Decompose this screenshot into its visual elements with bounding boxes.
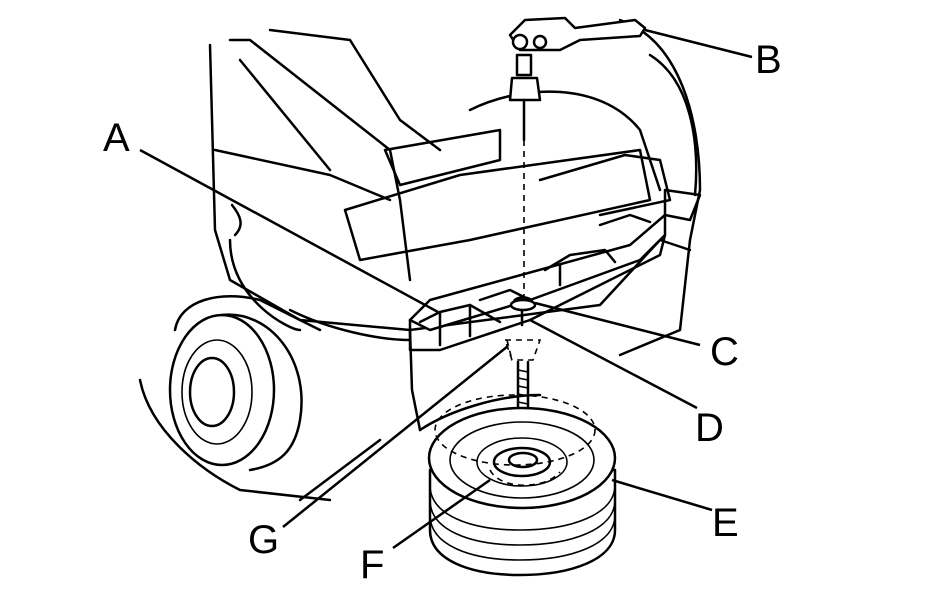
label-b: B (755, 38, 782, 82)
leader-b (644, 28, 753, 59)
leader-e (611, 478, 713, 512)
label-c: C (710, 330, 739, 374)
leader-a (139, 148, 439, 314)
leader-c (534, 301, 701, 347)
hoist-access-hole (503, 298, 542, 361)
leader-f (392, 478, 491, 550)
spare-tire (427, 394, 617, 577)
hoist-wrench (508, 16, 647, 327)
leader-d (529, 318, 698, 410)
label-g: G (248, 518, 280, 562)
label-d: D (695, 406, 724, 450)
label-e: E (712, 501, 739, 545)
leader-g (282, 345, 509, 528)
label-a: A (103, 116, 130, 160)
callout-leaders (139, 28, 753, 550)
rear-wheel (168, 313, 303, 472)
label-f: F (360, 543, 385, 587)
rear-bumper-tray (408, 213, 667, 352)
